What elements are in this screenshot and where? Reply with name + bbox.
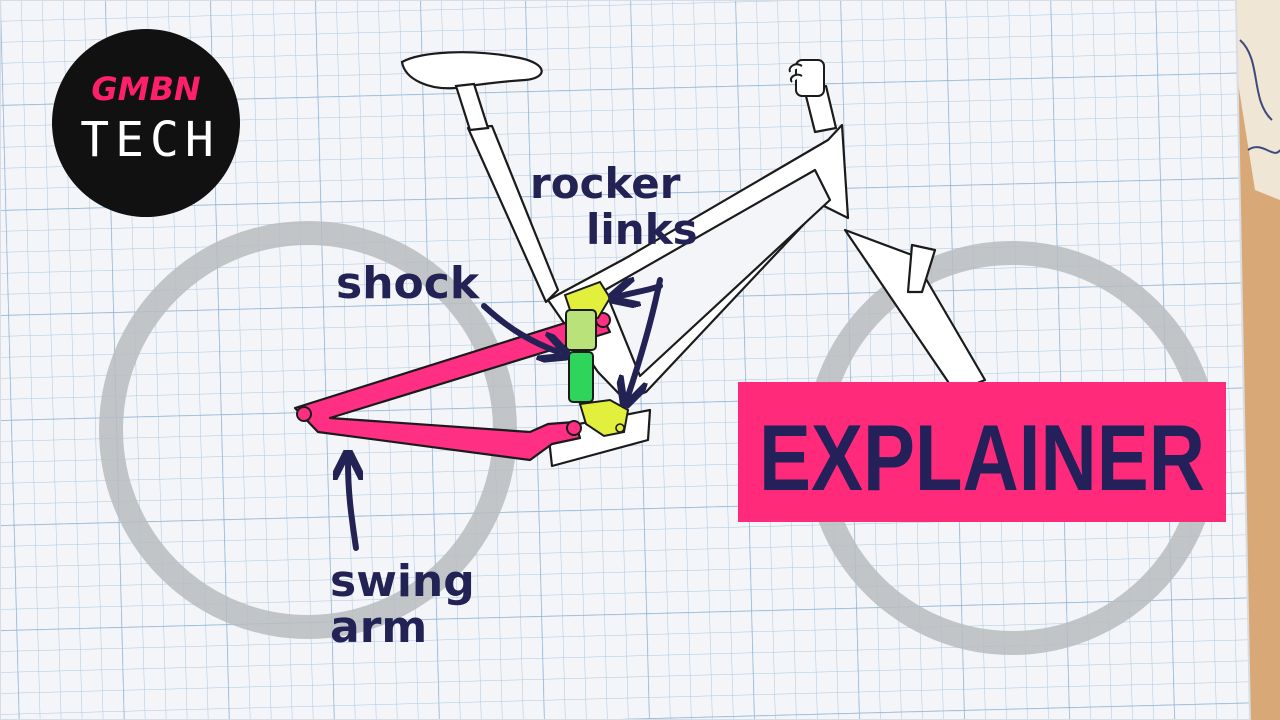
- explainer-banner: EXPLAINER: [738, 382, 1226, 522]
- rear-shock: [565, 309, 597, 403]
- annotation-arrows: [348, 277, 663, 551]
- logo-brand: GMBN: [91, 70, 201, 108]
- label-arm: arm: [330, 602, 427, 653]
- label-shock: shock: [336, 258, 481, 309]
- banner-title: EXPLAINER: [759, 405, 1205, 510]
- arrow-shock: [481, 303, 558, 352]
- logo-channel: TECH: [80, 112, 220, 168]
- label-rocker: rocker: [530, 159, 681, 208]
- pivot-rear-axle: [296, 406, 312, 422]
- bike-frame: [466, 84, 987, 468]
- pivot-chainstay: [566, 420, 582, 436]
- lower-link-pivot: [615, 423, 625, 433]
- seatpost: [454, 82, 490, 132]
- desk-sketch-lines: [1239, 39, 1280, 154]
- handlebar-grip: [788, 59, 825, 97]
- label-links: links: [586, 205, 698, 254]
- arrow-rocker-lower: [628, 277, 663, 396]
- arrow-swing-arm: [348, 462, 356, 551]
- gmbn-tech-logo: GMBN TECH: [52, 29, 240, 217]
- label-swing: swing: [330, 556, 475, 607]
- logo-circle: [52, 29, 240, 217]
- banner-background: [738, 382, 1226, 522]
- saddle: [400, 51, 543, 90]
